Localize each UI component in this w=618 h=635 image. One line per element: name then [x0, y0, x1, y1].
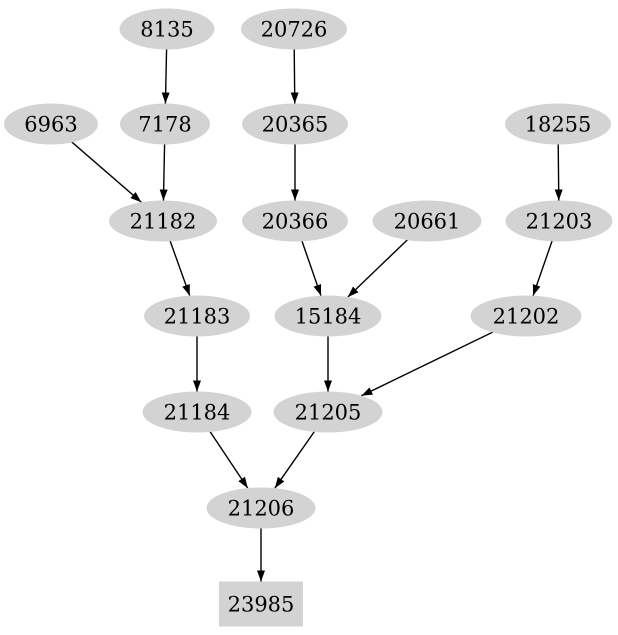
node-21182: 21182: [109, 200, 217, 242]
node-label: 21203: [526, 210, 593, 234]
node-20726: 20726: [241, 8, 347, 50]
node-label: 21206: [228, 497, 295, 521]
node-ellipse-shape: [273, 391, 383, 433]
node-21202: 21202: [470, 295, 582, 337]
node-label: 21202: [493, 305, 560, 329]
node-21184: 21184: [142, 391, 252, 433]
node-ellipse-shape: [470, 295, 582, 337]
node-23985: 23985: [219, 581, 303, 627]
node-label: 8135: [140, 18, 193, 42]
node-20365: 20365: [242, 103, 348, 145]
node-label: 23985: [228, 593, 295, 617]
node-ellipse-shape: [274, 295, 382, 337]
node-21206: 21206: [206, 487, 316, 529]
node-ellipse-shape: [242, 103, 348, 145]
node-ellipse-shape: [241, 8, 347, 50]
node-8135: 8135: [119, 8, 215, 50]
node-box-shape: [219, 581, 303, 627]
node-ellipse-shape: [4, 103, 98, 145]
node-label: 21184: [164, 401, 231, 425]
node-label: 21182: [130, 210, 197, 234]
node-20661: 20661: [372, 200, 482, 242]
node-label: 21183: [164, 305, 231, 329]
node-label: 20726: [261, 18, 328, 42]
node-label: 20661: [394, 210, 461, 234]
node-ellipse-shape: [505, 103, 611, 145]
node-15184: 15184: [274, 295, 382, 337]
node-ellipse-shape: [120, 103, 210, 145]
node-21203: 21203: [505, 200, 613, 242]
node-label: 20366: [262, 210, 329, 234]
node-label: 21205: [295, 401, 362, 425]
node-label: 20365: [262, 113, 329, 137]
node-ellipse-shape: [142, 391, 252, 433]
node-21205: 21205: [273, 391, 383, 433]
node-6963: 6963: [4, 103, 98, 145]
node-20366: 20366: [242, 200, 348, 242]
node-7178: 7178: [120, 103, 210, 145]
nodes-layer: 8135 20726 6963 7178 20365 18255 21182 20366 206…: [4, 8, 613, 627]
node-label: 7178: [138, 113, 191, 137]
node-ellipse-shape: [372, 200, 482, 242]
node-ellipse-shape: [242, 200, 348, 242]
node-label: 18255: [525, 113, 592, 137]
node-label: 15184: [295, 305, 362, 329]
node-ellipse-shape: [206, 487, 316, 529]
node-label: 6963: [24, 113, 77, 137]
node-18255: 18255: [505, 103, 611, 145]
node-ellipse-shape: [505, 200, 613, 242]
node-ellipse-shape: [109, 200, 217, 242]
node-ellipse-shape: [119, 8, 215, 50]
node-21183: 21183: [144, 295, 250, 337]
node-ellipse-shape: [144, 295, 250, 337]
